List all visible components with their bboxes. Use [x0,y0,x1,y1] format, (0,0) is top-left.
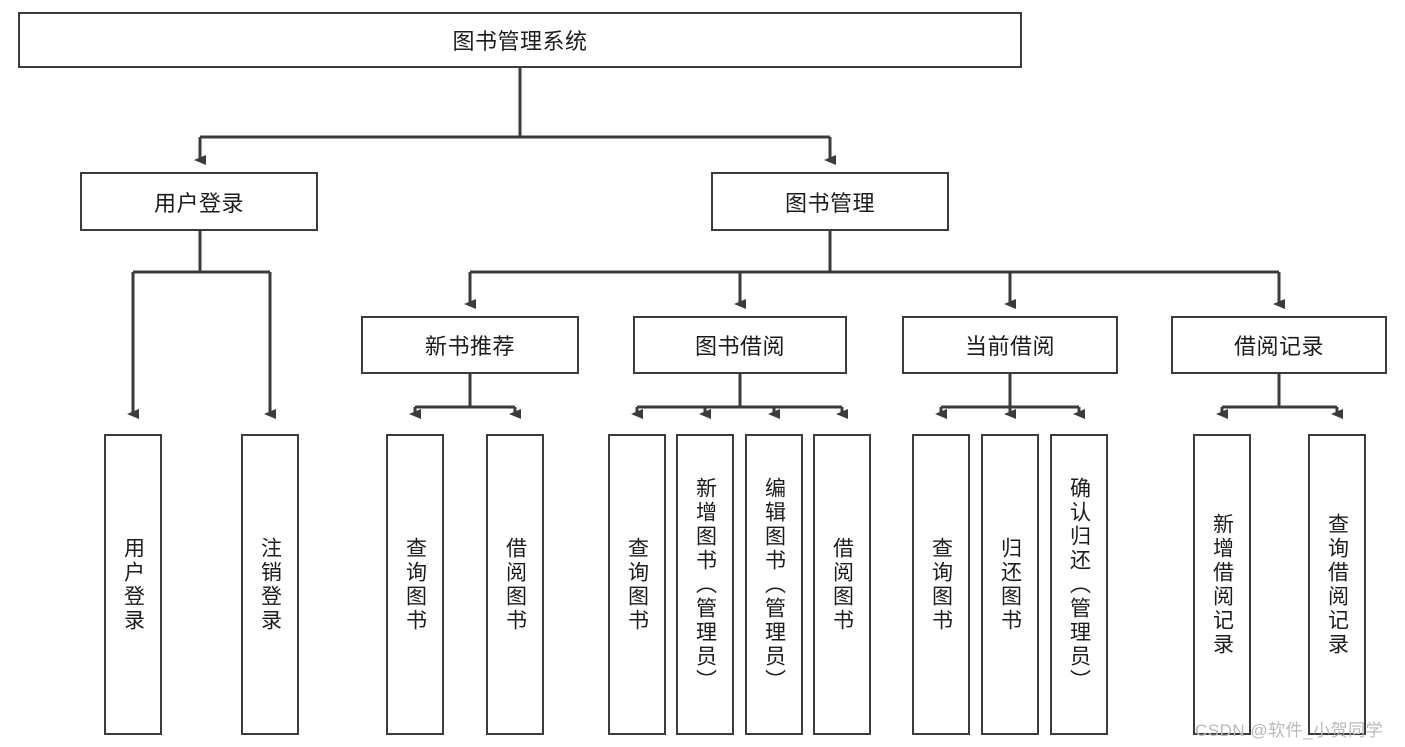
node-leaf-return-book[interactable]: 归还图书 [981,434,1039,735]
node-leaf-borrow-book-2-label: 借阅图书 [830,536,854,633]
node-user-login-label: 用户登录 [153,190,244,216]
node-leaf-query-book-1-label: 查询图书 [403,536,427,633]
node-leaf-add-book-label: 新增图书（管理员） [693,476,717,693]
node-leaf-user-login[interactable]: 用户登录 [104,434,162,735]
node-current-borrow-label: 当前借阅 [964,334,1055,359]
node-borrow-record-label: 借阅记录 [1233,334,1324,359]
node-leaf-query-book-2-label: 查询图书 [625,536,649,633]
node-leaf-logout-label: 注销登录 [258,536,282,633]
node-root[interactable]: 图书管理系统 [18,12,1022,68]
node-leaf-add-record[interactable]: 新增借阅记录 [1193,434,1251,735]
node-book-borrow-label: 图书借阅 [694,334,785,359]
node-user-login[interactable]: 用户登录 [80,172,318,231]
node-book-manage-label: 图书管理 [784,190,875,216]
node-leaf-edit-book-label: 编辑图书（管理员） [762,476,786,693]
node-book-manage[interactable]: 图书管理 [711,172,949,231]
node-leaf-query-book-3[interactable]: 查询图书 [912,434,970,735]
node-leaf-borrow-book-1[interactable]: 借阅图书 [486,434,544,735]
node-leaf-query-record-label: 查询借阅记录 [1325,512,1349,657]
node-leaf-query-book-1[interactable]: 查询图书 [386,434,444,735]
node-root-label: 图书管理系统 [452,29,588,54]
node-leaf-borrow-book-1-label: 借阅图书 [503,536,527,633]
node-leaf-return-book-label: 归还图书 [998,536,1022,633]
node-leaf-query-book-3-label: 查询图书 [929,536,953,633]
node-leaf-logout[interactable]: 注销登录 [241,434,299,735]
node-leaf-confirm-return-label: 确认归还（管理员） [1067,476,1091,693]
node-book-borrow[interactable]: 图书借阅 [633,316,847,374]
node-borrow-record[interactable]: 借阅记录 [1171,316,1387,374]
node-new-book-rec-label: 新书推荐 [424,334,515,359]
node-new-book-rec[interactable]: 新书推荐 [361,316,579,374]
node-leaf-add-record-label: 新增借阅记录 [1210,512,1234,657]
node-leaf-confirm-return[interactable]: 确认归还（管理员） [1050,434,1108,735]
node-leaf-edit-book[interactable]: 编辑图书（管理员） [745,434,803,735]
node-leaf-borrow-book-2[interactable]: 借阅图书 [813,434,871,735]
csdn-watermark: CSDN @软件_小贺同学 [1195,721,1384,740]
node-leaf-query-book-2[interactable]: 查询图书 [608,434,666,735]
node-leaf-add-book[interactable]: 新增图书（管理员） [676,434,734,735]
node-current-borrow[interactable]: 当前借阅 [902,316,1118,374]
node-leaf-user-login-label: 用户登录 [121,536,145,633]
node-leaf-query-record[interactable]: 查询借阅记录 [1308,434,1366,735]
